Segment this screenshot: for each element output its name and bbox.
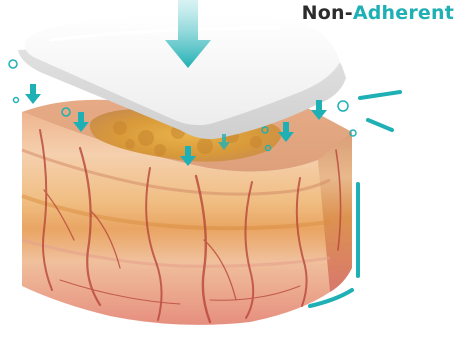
- bubble: [9, 60, 17, 68]
- heading-part-1: Non-: [302, 2, 353, 24]
- bubble: [14, 98, 19, 103]
- heading-part-2: Adherent: [353, 2, 454, 24]
- dash-mid: [368, 120, 392, 130]
- heading: Non-Adherent: [302, 2, 454, 24]
- bubble: [338, 101, 348, 111]
- dash-top: [360, 92, 400, 98]
- small-arrow-1: [25, 84, 41, 104]
